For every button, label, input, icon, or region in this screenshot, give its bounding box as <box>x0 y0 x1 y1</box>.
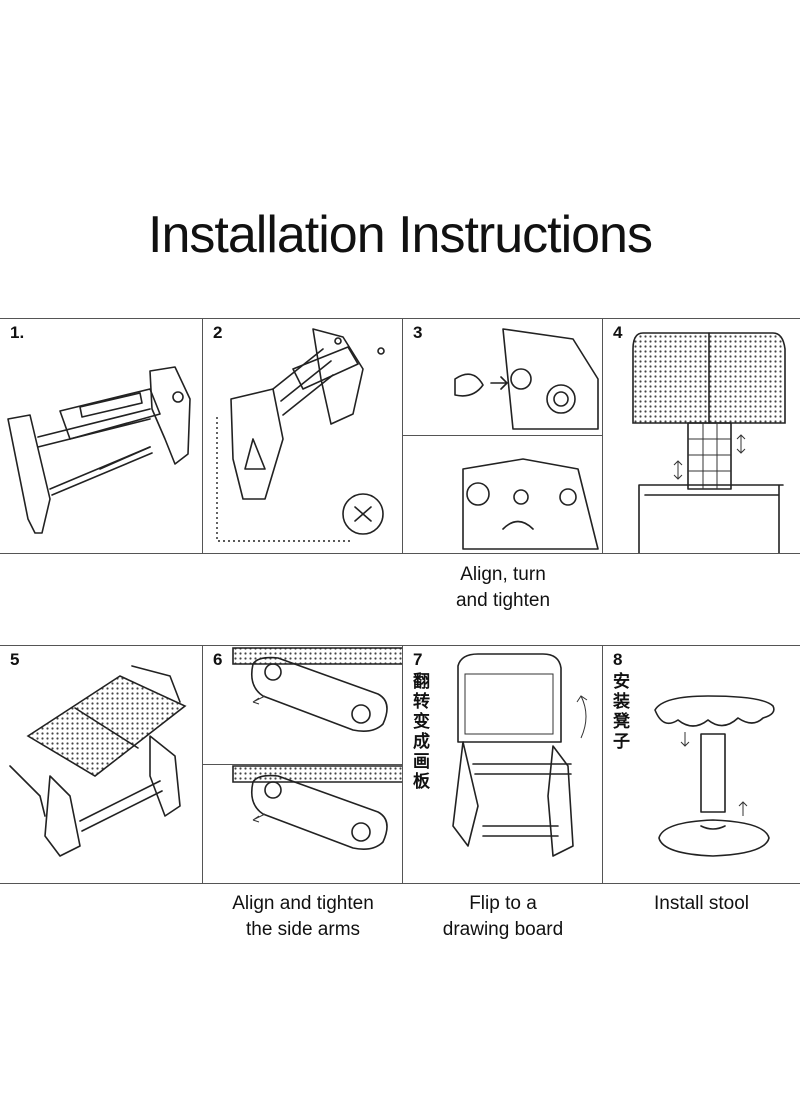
step-7-caption: Flip to a drawing board <box>403 891 603 943</box>
step-number: 8 <box>613 650 623 669</box>
step-6-caption: Align and tighten the side arms <box>203 891 403 943</box>
step-3-panel: 3 <box>403 319 603 553</box>
step-3-divider <box>403 435 602 436</box>
step-number: 4 <box>613 323 623 342</box>
step-number: 5 <box>10 650 20 669</box>
step-6-divider <box>203 764 402 765</box>
caption-line: Install stool <box>653 893 750 914</box>
step-8-caption: Install stool <box>603 891 800 917</box>
step-number: 1. <box>10 323 25 342</box>
step-number: 7 <box>413 650 423 669</box>
step-number: 3 <box>413 323 423 342</box>
step-7-panel: 7 翻转变成画板 <box>403 646 603 883</box>
step-7-chinese-label: 翻转变成画板 <box>413 672 430 791</box>
page-title: Installation Instructions <box>148 206 653 264</box>
steps-row-top: 1. 2 3 <box>0 318 800 554</box>
caption-line: Flip to a <box>469 893 537 914</box>
step-3-caption: Align, turn and tighten <box>403 562 603 614</box>
step-6-panel: 6 <box>203 646 403 883</box>
step-number: 2 <box>213 323 223 342</box>
caption-line: Align, turn <box>460 564 546 585</box>
caption-line: Align and tighten <box>232 893 374 914</box>
step-5-illustration <box>9 665 187 857</box>
caption-line: and tighten <box>455 590 551 611</box>
caption-line: the side arms <box>245 919 361 940</box>
step-4-panel: 4 <box>603 319 800 553</box>
step-number: 6 <box>213 650 223 669</box>
step-1-illustration <box>7 366 191 534</box>
step-3-illustration <box>454 328 599 550</box>
step-8-illustration <box>654 695 775 857</box>
step-1-panel: 1. <box>0 319 203 553</box>
step-2-panel: 2 <box>203 319 403 553</box>
step-4-illustration <box>632 332 786 553</box>
caption-line: drawing board <box>442 919 564 940</box>
step-5-panel: 5 <box>0 646 203 883</box>
step-8-panel: 8 安装凳子 <box>603 646 800 883</box>
step-8-chinese-label: 安装凳子 <box>613 672 630 751</box>
step-6-illustration <box>232 647 402 850</box>
step-2-illustration <box>216 328 385 542</box>
steps-row-bottom: 5 6 7 翻转变成画板 <box>0 645 800 884</box>
step-7-illustration <box>452 653 588 857</box>
